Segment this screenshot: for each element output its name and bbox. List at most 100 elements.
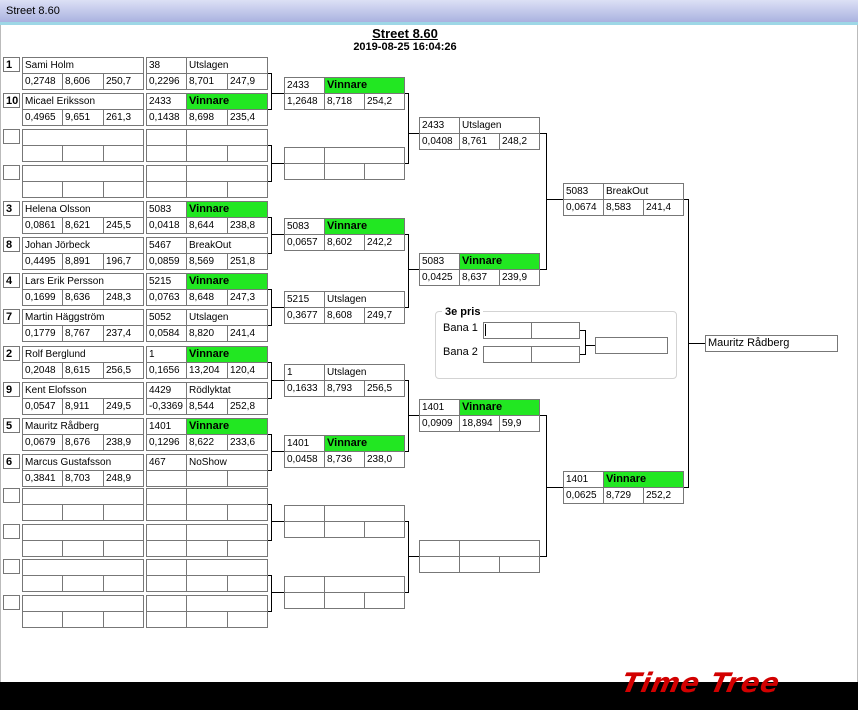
start-number-field[interactable]: 467 [146,454,187,471]
elapsed-time-field[interactable] [186,504,228,521]
speed-field[interactable]: 249,5 [103,398,144,415]
reaction-time-field[interactable] [146,540,187,557]
start-number-field[interactable]: 5215 [146,273,187,290]
driver-name-field[interactable]: Sami Holm [22,57,144,74]
driver-name-field[interactable]: Mauritz Rådberg [22,418,144,435]
winner-status[interactable]: Vinnare [324,77,405,94]
elapsed-time-field[interactable]: 8,637 [459,269,500,286]
reaction-time-field[interactable]: 0,2748 [22,73,63,90]
elapsed-time-field[interactable] [186,575,228,592]
third-place-winner-field[interactable] [595,337,668,354]
lane1-result-field[interactable] [531,322,580,339]
speed-field[interactable] [227,611,268,628]
winner-status[interactable]: Vinnare [459,399,540,416]
lane1-number-field[interactable] [483,322,532,339]
result-status[interactable] [186,165,268,182]
speed-field[interactable] [227,145,268,162]
speed-field[interactable]: 237,4 [103,325,144,342]
start-number-field[interactable]: 5215 [284,291,325,308]
winner-status[interactable]: Vinnare [459,253,540,270]
speed-field[interactable] [227,540,268,557]
reaction-time-field[interactable]: 0,3841 [22,470,63,487]
speed-field[interactable] [364,521,405,538]
elapsed-time-field[interactable]: 8,767 [62,325,104,342]
reaction-time-field[interactable] [146,181,187,198]
speed-field[interactable]: 248,2 [499,133,540,150]
elapsed-time-field[interactable] [324,521,365,538]
driver-name-field[interactable]: Marcus Gustafsson [22,454,144,471]
speed-field[interactable] [364,592,405,609]
elapsed-time-field[interactable] [62,575,104,592]
winner-status[interactable]: Vinnare [186,93,268,110]
elapsed-time-field[interactable]: 8,602 [324,234,365,251]
reaction-time-field[interactable] [284,163,325,180]
speed-field[interactable]: 233,6 [227,434,268,451]
driver-name-field[interactable]: Kent Elofsson [22,382,144,399]
start-number-field[interactable]: 2433 [146,93,187,110]
elapsed-time-field[interactable]: 8,793 [324,380,365,397]
elapsed-time-field[interactable]: 8,698 [186,109,228,126]
driver-name-field[interactable]: Rolf Berglund [22,346,144,363]
result-status[interactable] [186,129,268,146]
start-number-field[interactable]: 5467 [146,237,187,254]
start-number-field[interactable] [284,147,325,164]
elapsed-time-field[interactable] [62,145,104,162]
reaction-time-field[interactable] [22,504,63,521]
result-status[interactable] [186,488,268,505]
start-number-field[interactable]: 38 [146,57,187,74]
elapsed-time-field[interactable]: 8,644 [186,217,228,234]
elapsed-time-field[interactable]: 8,891 [62,253,104,270]
elapsed-time-field[interactable]: 18,894 [459,415,500,432]
reaction-time-field[interactable] [146,575,187,592]
elapsed-time-field[interactable] [186,145,228,162]
champion-field[interactable]: Mauritz Rådberg [705,335,838,352]
reaction-time-field[interactable]: 0,3677 [284,307,325,324]
reaction-time-field[interactable]: 0,1633 [284,380,325,397]
speed-field[interactable]: 250,7 [103,73,144,90]
elapsed-time-field[interactable] [62,540,104,557]
reaction-time-field[interactable]: 1,2648 [284,93,325,110]
reaction-time-field[interactable] [22,145,63,162]
speed-field[interactable] [103,575,144,592]
reaction-time-field[interactable] [419,556,460,573]
start-number-field[interactable]: 1401 [563,471,604,488]
elapsed-time-field[interactable] [186,611,228,628]
speed-field[interactable]: 252,2 [643,487,684,504]
winner-status[interactable]: Vinnare [186,201,268,218]
speed-field[interactable] [103,504,144,521]
driver-name-field[interactable]: Martin Häggström [22,309,144,326]
reaction-time-field[interactable]: 0,0909 [419,415,460,432]
reaction-time-field[interactable]: -0,3369 [146,398,187,415]
elapsed-time-field[interactable] [62,181,104,198]
speed-field[interactable]: 247,3 [227,289,268,306]
reaction-time-field[interactable]: 0,0584 [146,325,187,342]
start-number-field[interactable]: 5083 [146,201,187,218]
speed-field[interactable]: 249,7 [364,307,405,324]
result-status[interactable]: BreakOut [186,237,268,254]
start-number-field[interactable] [284,505,325,522]
elapsed-time-field[interactable]: 8,676 [62,434,104,451]
speed-field[interactable] [103,540,144,557]
lane2-result-field[interactable] [531,346,580,363]
speed-field[interactable]: 256,5 [364,380,405,397]
reaction-time-field[interactable] [146,611,187,628]
elapsed-time-field[interactable]: 9,651 [62,109,104,126]
reaction-time-field[interactable] [146,145,187,162]
result-status[interactable]: BreakOut [603,183,684,200]
start-number-field[interactable] [146,488,187,505]
winner-status[interactable]: Vinnare [324,435,405,452]
reaction-time-field[interactable]: 0,0674 [563,199,604,216]
speed-field[interactable]: 256,5 [103,362,144,379]
reaction-time-field[interactable] [284,592,325,609]
result-status[interactable] [324,147,405,164]
elapsed-time-field[interactable] [186,181,228,198]
start-number-field[interactable]: 1401 [146,418,187,435]
result-status[interactable]: Rödlyktat [186,382,268,399]
reaction-time-field[interactable]: 0,0458 [284,451,325,468]
driver-name-field[interactable]: Micael Eriksson [22,93,144,110]
driver-name-field[interactable]: Helena Olsson [22,201,144,218]
speed-field[interactable]: 59,9 [499,415,540,432]
speed-field[interactable] [227,181,268,198]
elapsed-time-field[interactable]: 8,703 [62,470,104,487]
result-status[interactable]: NoShow [186,454,268,471]
